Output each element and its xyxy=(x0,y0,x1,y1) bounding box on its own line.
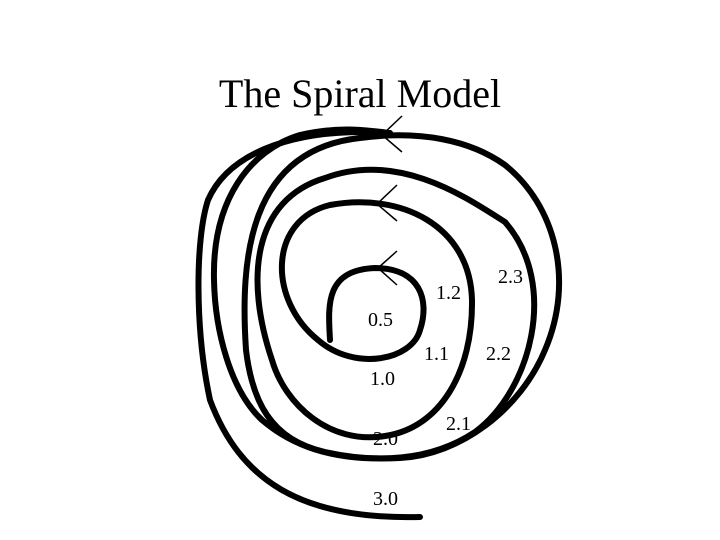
label-2-3: 2.3 xyxy=(498,266,523,288)
label-2-2: 2.2 xyxy=(486,343,511,365)
label-1-0: 1.0 xyxy=(370,368,395,390)
arrow-middle-icon xyxy=(375,184,398,222)
label-2-1: 2.1 xyxy=(446,413,471,435)
label-3-0: 3.0 xyxy=(373,488,398,510)
page-title: The Spiral Model xyxy=(218,71,502,116)
label-1-1: 1.1 xyxy=(424,343,449,365)
label-1-2: 1.2 xyxy=(436,282,461,304)
arrow-outer-icon xyxy=(380,115,403,153)
label-2-0: 2.0 xyxy=(373,428,398,450)
spiral-curve xyxy=(195,126,563,521)
arrow-inner-icon xyxy=(376,250,398,286)
label-0-5: 0.5 xyxy=(368,309,393,331)
